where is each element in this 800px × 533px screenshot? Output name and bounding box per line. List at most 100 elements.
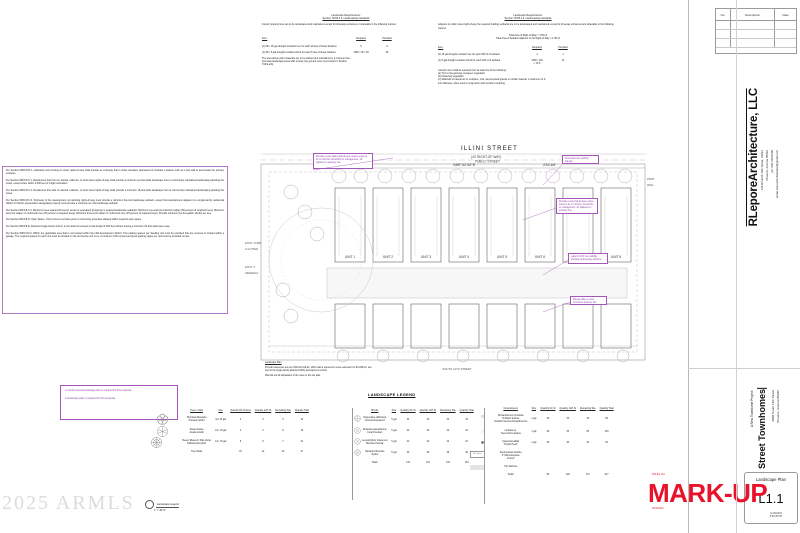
gc-name-line1: Decomposed Granite <box>499 451 522 454</box>
landscape-requirements-street: Landscape Requirements: Section 703.B.3.… <box>438 14 618 85</box>
gc-size <box>529 464 538 472</box>
shrub-q1: 36 <box>406 452 410 455</box>
titleblock-divider <box>688 0 689 533</box>
tree-q2: 3 <box>262 418 264 421</box>
shrub-name-line1: Leucophyllum frutescens <box>362 439 388 442</box>
trees-header-q1: Quantity 8m St Area <box>230 410 251 412</box>
tree-acacia-icon <box>156 425 169 440</box>
callout-common-ownership: Provide a note stating that all open spa… <box>313 153 373 169</box>
reviewer-comment-line: A landscape plan is required for this pr… <box>65 397 116 401</box>
shrubs-header-q2: Quantity 12th St <box>419 410 437 412</box>
code-note-paragraph: Per Section 608.F.8.B.1, individual unit… <box>6 169 224 176</box>
plan-note-text-2: Was flat out all stipulations of the cas… <box>265 374 321 377</box>
req-right-title-1: Landscape Requirements: <box>513 14 543 17</box>
gc-q3: 32 <box>586 442 590 445</box>
req-left-title-2: Section 703.B.3.b. Landscaping standards <box>322 17 370 21</box>
gc-total <box>598 449 616 463</box>
req-left-title-1: Landscape Requirements: <box>331 14 361 17</box>
shrub-q1: 22 <box>406 430 410 433</box>
shrubs-header-name: Shrubs <box>371 410 379 412</box>
shrub-name-line1: Russelia equisetiformis <box>362 428 387 431</box>
gc-header-total: Quantity Total <box>599 408 614 410</box>
legend-divider <box>352 408 353 500</box>
shrub-name-line1: Hesperaloe californica <box>363 417 387 420</box>
gc-total: 130 <box>604 431 609 434</box>
req-left-col-provided: Provided <box>382 36 392 40</box>
req-right-col-item: Item: <box>438 45 444 49</box>
gc-totals-q2: 120 <box>565 474 570 477</box>
svg-text:UNIT 1: UNIT 1 <box>345 255 355 259</box>
shrub-name-line2: Coral Fountain <box>367 431 383 434</box>
shrub-totals-q1: 134 <box>406 462 410 465</box>
shrub-name-line1: Nandina Chinensis <box>365 450 385 453</box>
sheet-identification-block: Landscape Plan L1.1 <box>744 472 798 524</box>
shrub-total: 36 <box>465 452 468 455</box>
req-right-row-item: (1) 5-gal drought resistant shrub for ea… <box>438 58 501 62</box>
tree-size: min 15 gal <box>215 418 226 421</box>
landscape-legend-title: LANDSCAPE LEGEND <box>368 392 416 397</box>
gc-header-q2: Quantity 12th St <box>559 408 576 410</box>
svg-text:UNIT 2: UNIT 2 <box>383 255 393 259</box>
plot-date: 11/30/2023 <box>770 512 782 515</box>
gc-name-line1: Turf field-two <box>504 466 518 469</box>
code-note-paragraph: Per Section 608.F.8.E, Attached single-f… <box>6 225 171 229</box>
gc-q3 <box>578 464 598 472</box>
gc-name-line2: 2" Minus Express <box>501 454 520 457</box>
shrub-totals-q3: 134 <box>445 462 450 465</box>
req-left-row-item: (1) Min. 15-gal drought resistant tree f… <box>262 44 337 48</box>
tree-total: 21 <box>300 441 304 444</box>
gc-header-q3: Remaining Site <box>580 408 596 410</box>
gc-no-pattern-swatch: No Pattern <box>470 450 485 458</box>
gc-q3: 45 <box>586 418 590 421</box>
svg-text:EXIST. 5': EXIST. 5' <box>245 265 256 269</box>
shrubs-header-size: Size <box>391 410 397 412</box>
svg-text:ILLINI STREET: ILLINI STREET <box>461 146 518 152</box>
req-left-row-provided: 26 <box>385 50 389 54</box>
shrubs-header-q1: Quantity 8m St <box>400 410 416 412</box>
shrub-size: 5 gal <box>391 430 397 433</box>
sheet-number: L1.1 <box>758 491 784 506</box>
gc-q1 <box>538 464 557 472</box>
shrub-q3: 22 <box>446 441 450 444</box>
legend-trees-table: Trees / Cacti Size Quantity 8m St Area Q… <box>151 410 311 457</box>
req-left-footnote: The area above plant materials are to be… <box>262 56 351 66</box>
tree-mesquite-icon <box>156 413 169 428</box>
titleblock-inner-divider <box>736 0 737 533</box>
gc-totals-q3: 172 <box>585 474 590 477</box>
table-row: Turf field-two <box>470 464 616 472</box>
tree-q1: 4 <box>239 430 242 433</box>
svg-text:PROP.: PROP. <box>647 177 655 181</box>
project-address-line2: Phoenix, Arizona 85040 <box>776 390 780 423</box>
gc-totals-q1: 85 <box>546 474 550 477</box>
tree-size: min. 15 gal <box>214 430 227 433</box>
revision-col-no: No. <box>716 9 731 20</box>
zoning-code-notes-block: Per Section 608.F.8.B.1, individual unit… <box>2 166 228 314</box>
landscape-requirements-interior: Landscape Requirements: Section 703.B.3.… <box>262 14 430 66</box>
table-row-totals: Tree Totals 15 12 20 47 <box>180 448 311 456</box>
req-left-col-item: Item: <box>262 36 268 40</box>
shrub-size: 5 gal <box>391 452 397 455</box>
tree-totals-q3: 20 <box>281 450 285 453</box>
shrub-q3: 34 <box>446 418 450 421</box>
plot-time: 8:50:35 PM <box>769 515 783 519</box>
firm-name: RLeporeArchitecture, LLC <box>746 88 760 227</box>
firm-phone: ph: 602.318.0100 <box>770 150 774 173</box>
shrub-name-line2: 'Mexican Petunia' <box>365 442 384 445</box>
gc-q3: 65 <box>586 431 590 434</box>
req-right-row-provided: 1 <box>562 52 564 56</box>
gc-q1 <box>538 449 557 463</box>
shrub-q2: 36 <box>426 452 430 455</box>
gc-name-line2: 'Outback Sunrise <box>501 418 520 421</box>
trees-header-q2: Quantity 12th St <box>254 410 272 412</box>
revision-row <box>716 21 796 30</box>
req-right-intro: Adjacent to public street right-of-way t… <box>438 23 614 30</box>
svg-text:UNIT 4: UNIT 4 <box>459 255 469 259</box>
scale-legend-block: Landscape Legend 1" = 30'-0" <box>145 500 179 512</box>
gc-size: 1 gal <box>531 418 537 421</box>
gc-q2: 40 <box>566 442 570 445</box>
tree-palo-verde-icon <box>150 436 163 451</box>
project-address-line1: 3838 South 12th Street <box>771 390 775 422</box>
tree-totals-q1: 15 <box>239 450 242 453</box>
svg-text:SIDEWALK: SIDEWALK <box>245 271 259 275</box>
